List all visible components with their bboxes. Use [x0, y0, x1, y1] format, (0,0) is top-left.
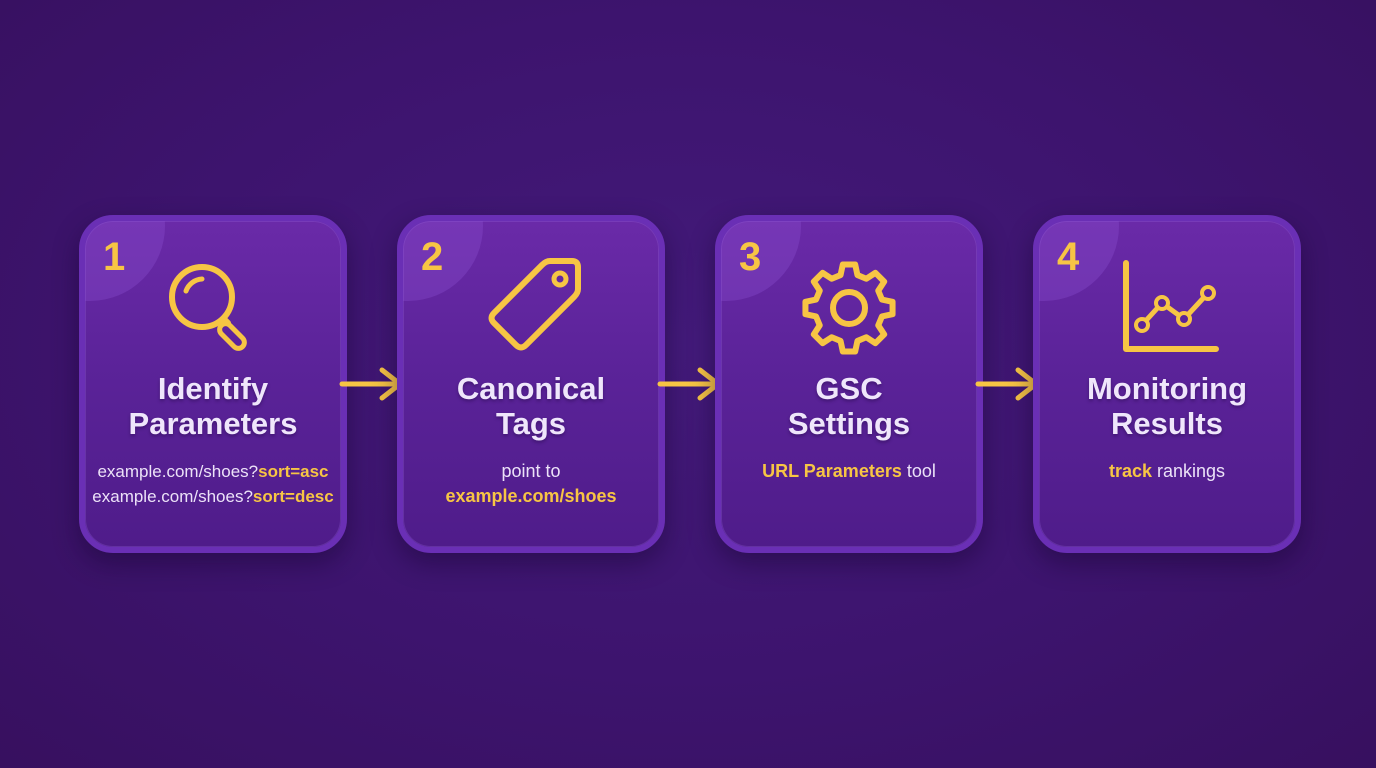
step-description: point to example.com/shoes	[403, 459, 659, 509]
gear-icon	[802, 261, 896, 355]
step-title: Monitoring Results	[1039, 371, 1295, 441]
step-number: 2	[421, 235, 444, 279]
step-title-line: GSC	[815, 371, 883, 406]
line-chart-icon	[1123, 260, 1219, 352]
step-title-line: Monitoring	[1086, 371, 1248, 406]
step-number: 3	[739, 235, 762, 279]
step-title: GSC Settings	[721, 371, 977, 441]
canonical-url-highlight: example.com/shoes	[445, 486, 617, 506]
step-description: example.com/shoes?sort=asc example.com/s…	[85, 459, 341, 509]
url-param-highlight: sort=desc	[252, 487, 334, 506]
step-description: track rankings	[1039, 459, 1295, 484]
step-title-line: Tags	[495, 406, 567, 441]
magnifier-icon	[169, 264, 247, 351]
step-title-line: Parameters	[128, 406, 298, 441]
url-param-highlight: sort=asc	[258, 462, 329, 481]
step-title: Canonical Tags	[403, 371, 659, 441]
tool-suffix-text: tool	[901, 461, 936, 481]
step-card-gsc-settings: 3 GSC Settings URL Parameters tool	[715, 215, 983, 553]
tag-icon	[488, 258, 581, 351]
step-title: Identify Parameters	[85, 371, 341, 441]
url-base-text: example.com/shoes?	[97, 462, 259, 481]
step-description: URL Parameters tool	[721, 459, 977, 484]
step-title-line: Canonical	[456, 371, 606, 406]
step-title-line: Identify	[157, 371, 269, 406]
description-text: URL Parameters tool	[721, 459, 977, 484]
rankings-text: rankings	[1151, 461, 1226, 481]
track-highlight: track	[1108, 461, 1152, 481]
step-number: 4	[1057, 235, 1080, 279]
step-card-identify-parameters: 1 Identify Parameters example.com/shoes?…	[79, 215, 347, 553]
step-title-line: Results	[1111, 406, 1223, 441]
url-example-desc: example.com/shoes?sort=desc	[85, 484, 341, 509]
step-card-canonical-tags: 2 Canonical Tags point to example.com/sh…	[397, 215, 665, 553]
step-number: 1	[103, 235, 126, 279]
url-base-text: example.com/shoes?	[92, 487, 253, 506]
tool-name-highlight: URL Parameters	[762, 461, 902, 481]
description-text: track rankings	[1039, 459, 1295, 484]
url-example-asc: example.com/shoes?sort=asc	[85, 459, 341, 484]
step-card-monitoring-results: 4 Monitoring Results track rankings	[1033, 215, 1301, 553]
step-title-line: Settings	[787, 406, 911, 441]
description-text: point to	[501, 461, 561, 481]
